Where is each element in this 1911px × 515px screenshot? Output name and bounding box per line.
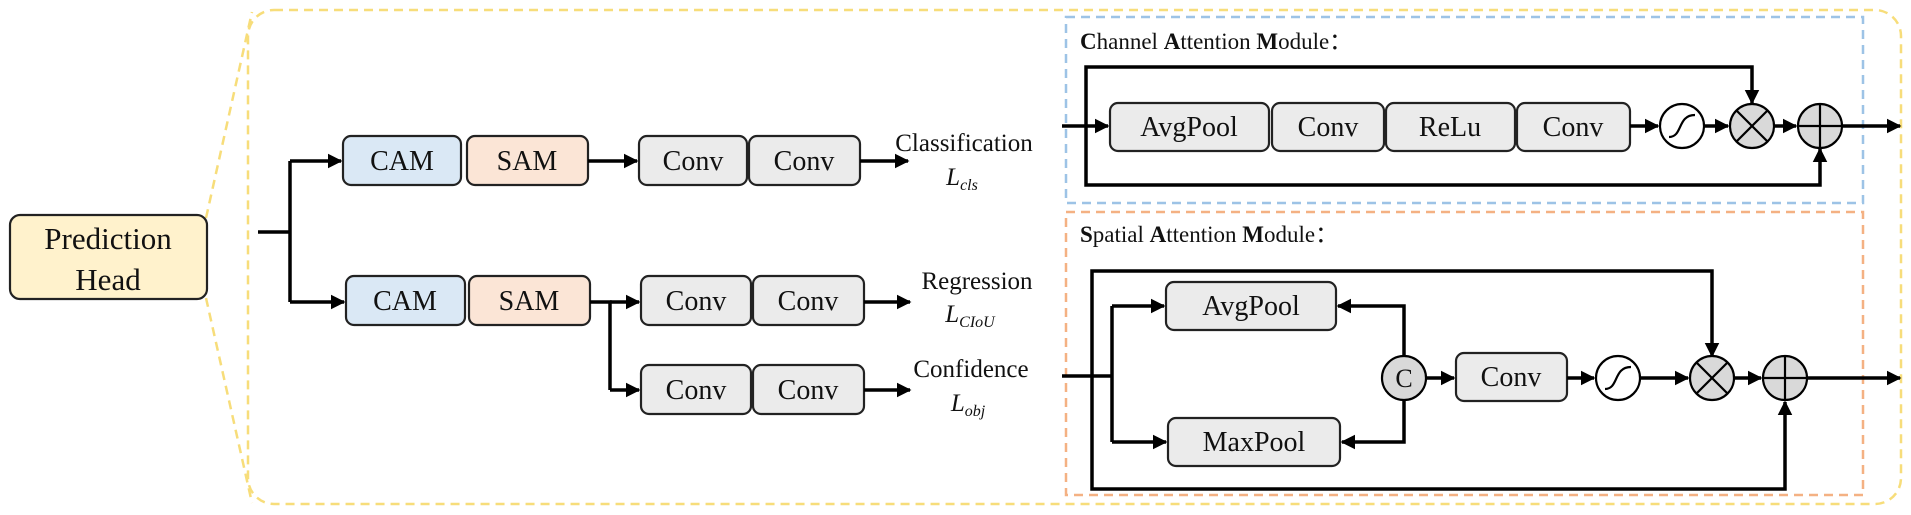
branch-top: CAM SAM Conv Conv Classification Lcls <box>341 130 1033 194</box>
conv-label-regression-2: Conv <box>778 286 839 317</box>
conv-label-confidence-1: Conv <box>666 375 727 406</box>
prediction-head-expansion <box>204 8 1903 506</box>
cam-block-bottom <box>344 274 467 327</box>
cam-label-bottom: CAM <box>373 286 437 317</box>
channel-avgpool-block <box>1108 101 1271 153</box>
cam-label-top: CAM <box>370 146 434 177</box>
sam-label-top: SAM <box>497 146 558 177</box>
spatial-module-title: Spatial Attention Module： <box>1080 222 1338 247</box>
channel-conv-label-2: Conv <box>1543 112 1604 143</box>
channel-module-title: Channel Attention Module： <box>1080 29 1352 54</box>
callout-line-bottom <box>204 297 254 504</box>
conv-label-regression-1: Conv <box>666 286 727 317</box>
multiply-icon <box>1728 102 1776 150</box>
channel-module-frame <box>1064 15 1865 205</box>
channel-relu-label: ReLu <box>1419 112 1481 143</box>
add-icon <box>1796 102 1844 150</box>
callout-line-top <box>204 11 254 219</box>
prediction-head: Prediction Head <box>8 213 209 301</box>
conv-label-confidence-2: Conv <box>778 375 839 406</box>
regression-label: Regression <box>921 268 1033 295</box>
channel-conv-block-1 <box>1270 101 1386 153</box>
conv-block-regression-1 <box>639 274 753 327</box>
branch-bottom: CAM SAM Conv Conv Regression LCIoU Conv … <box>344 268 1033 420</box>
conv-block-confidence-1 <box>639 363 753 416</box>
conv-label-top-1: Conv <box>663 146 724 177</box>
multiply-icon <box>1688 354 1736 402</box>
sam-label-bottom: SAM <box>499 286 560 317</box>
classification-label: Classification <box>895 130 1033 157</box>
prediction-head-line1: Prediction <box>44 221 172 256</box>
concat-icon: C <box>1380 354 1428 402</box>
spatial-conv-label: Conv <box>1481 362 1542 393</box>
concat-label: C <box>1395 364 1412 393</box>
spatial-attention-module: Spatial Attention Module： AvgPool MaxPoo… <box>1062 210 1902 497</box>
channel-conv-label-1: Conv <box>1298 112 1359 143</box>
branch-wires <box>258 153 346 310</box>
prediction-head-line2: Head <box>75 262 141 297</box>
outer-dashed-frame <box>246 8 1903 506</box>
regression-loss: LCIoU <box>944 301 996 331</box>
spatial-module-frame <box>1064 210 1865 497</box>
spatial-avgpool-label: AvgPool <box>1202 291 1300 322</box>
confidence-label: Confidence <box>913 356 1028 383</box>
confidence-loss: Lobj <box>950 390 986 420</box>
spatial-maxpool-block <box>1166 416 1342 468</box>
spatial-avgpool-block <box>1164 280 1338 332</box>
add-icon <box>1761 354 1809 402</box>
conv-block-top-1 <box>637 134 749 187</box>
sigmoid-icon <box>1594 354 1642 402</box>
channel-avgpool-label: AvgPool <box>1140 112 1238 143</box>
channel-relu-block <box>1384 101 1517 153</box>
channel-attention-module: Channel Attention Module： AvgPool Conv R… <box>1062 15 1902 205</box>
conv-label-top-2: Conv <box>774 146 835 177</box>
cam-block-top <box>341 134 463 187</box>
sigmoid-icon <box>1658 102 1706 150</box>
spatial-maxpool-label: MaxPool <box>1203 427 1306 458</box>
classification-loss: Lcls <box>945 164 978 194</box>
